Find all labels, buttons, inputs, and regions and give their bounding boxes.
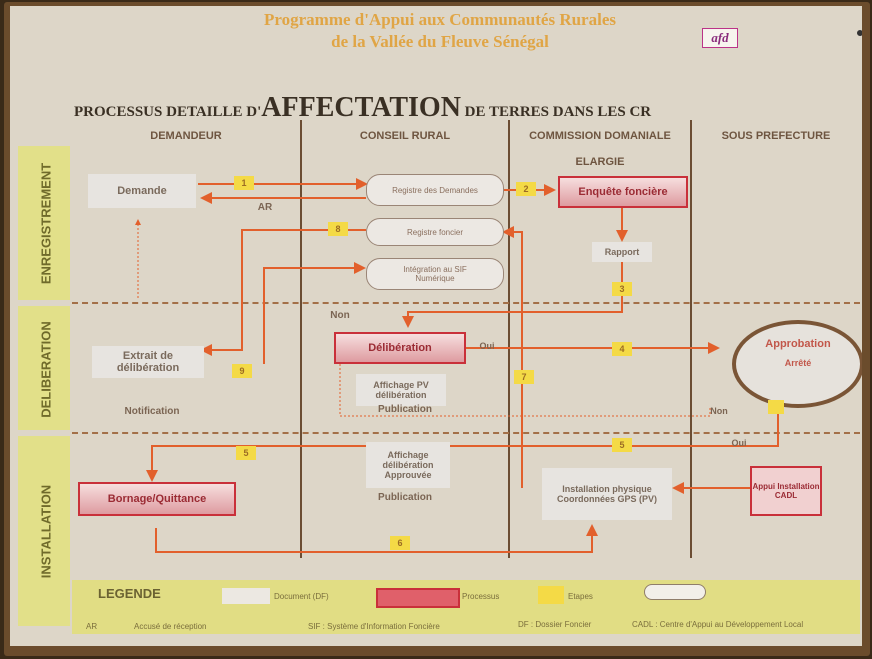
demande-document: Demande: [88, 174, 196, 208]
program-title-line1: Programme d'Appui aux Communautés Rurale…: [264, 10, 616, 29]
legend-cadl: CADL : Centre d'Appui au Développement L…: [632, 620, 804, 629]
title-suffix: DE TERRES DANS LES CR: [460, 104, 652, 120]
installation-physique-document: Installation physique Coordonnées GPS (P…: [542, 468, 672, 520]
step-4: 4: [612, 342, 632, 356]
legend-document: Document (DF): [274, 592, 329, 601]
enquete-fonciere-process: Enquête foncière: [558, 176, 688, 208]
legend-processus-swatch: [376, 588, 460, 608]
lane-strip-deliberation: [18, 306, 70, 430]
title-prefix: PROCESSUS DETAILLE D': [74, 104, 262, 120]
step-7: 7: [514, 370, 534, 384]
publication-label-2: Publication: [378, 492, 432, 503]
column-divider: [508, 120, 510, 558]
pin-dot: [857, 30, 862, 36]
oui-label-delib: Oui: [479, 341, 495, 351]
legend-ar: AR: [86, 622, 98, 631]
publication-label-1: Publication: [378, 404, 432, 415]
appui-installation-process: Appui Installation CADL: [750, 466, 822, 516]
lane-strip-installation: [18, 436, 70, 626]
legend-sif: SIF : Système d'Information Foncière: [308, 622, 440, 631]
column-demandeur: DEMANDEUR: [150, 130, 222, 142]
non-label-top: Non: [330, 310, 350, 321]
flow-arrows: [135, 178, 779, 553]
column-conseil-rural: CONSEIL RURAL: [359, 130, 451, 142]
legend-title: LEGENDE: [98, 586, 161, 601]
diagram-title: PROCESSUS DETAILLE D'AFFECTATION DE TERR…: [74, 92, 834, 124]
step-2: 2: [516, 182, 536, 196]
lane-divider: [72, 302, 860, 304]
step-blank: [768, 400, 784, 414]
step-1: 1: [234, 176, 254, 190]
oui-label-right: Oui: [731, 438, 747, 448]
step-5a: 5: [236, 446, 256, 460]
bornage-quittance-process: Bornage/Quittance: [78, 482, 236, 516]
rapport-document: Rapport: [592, 242, 652, 262]
arrete-label: Arrêté: [784, 358, 812, 368]
deliberation-process: Délibération: [334, 332, 466, 364]
affichage-approuvee-document: Affichage délibération Approuvée: [366, 442, 450, 488]
title-keyword: AFFECTATION: [261, 92, 461, 123]
approbation-node: Approbation Arrêté: [732, 320, 862, 408]
legend-ar-desc: Accusé de réception: [134, 622, 207, 631]
lane-strip-enregistrement: [18, 146, 70, 300]
legend-etape: Etapes: [568, 592, 593, 601]
legend-pill-swatch: [644, 584, 706, 600]
registre-demandes: Registre des Demandes: [366, 174, 504, 206]
step-9: 9: [232, 364, 252, 378]
affichage-pv-document: Affichage PV délibération: [356, 374, 446, 406]
integration-sif-label: Intégration au SIF: [403, 265, 467, 274]
step-8: 8: [328, 222, 348, 236]
step-3: 3: [612, 282, 632, 296]
lane-divider: [72, 432, 860, 434]
ar-label: AR: [257, 202, 273, 213]
integration-sif-sub: Numérique: [415, 274, 455, 283]
approbation-label: Approbation: [765, 338, 831, 350]
integration-sif: Intégration au SIF Numérique: [366, 258, 504, 290]
legend-step-swatch: [538, 586, 564, 604]
legend-df: DF : Dossier Foncier: [518, 620, 592, 629]
column-sous-prefecture: SOUS PREFECTURE: [721, 130, 831, 142]
column-divider: [690, 120, 692, 558]
afd-logo: afd: [702, 28, 738, 48]
legend-document-swatch: [222, 588, 270, 604]
column-commission: COMMISSION DOMANIALE: [529, 130, 671, 142]
step-5b: 5: [612, 438, 632, 452]
extrait-deliberation-document: Extrait de délibération: [92, 346, 204, 378]
notification-label: Notification: [124, 406, 180, 417]
poster: Programme d'Appui aux Communautés Rurale…: [10, 6, 862, 646]
legend-processus: Processus: [462, 592, 500, 601]
legend: LEGENDE Document (DF) Processus Etapes A…: [72, 580, 860, 634]
registre-foncier: Registre foncier: [366, 218, 504, 246]
program-title-line2: de la Vallée du Fleuve Sénégal: [331, 32, 549, 51]
column-divider: [300, 120, 302, 558]
step-6: 6: [390, 536, 410, 550]
non-label-right: Non: [710, 406, 728, 416]
column-commission-sub: ELARGIE: [575, 156, 625, 168]
